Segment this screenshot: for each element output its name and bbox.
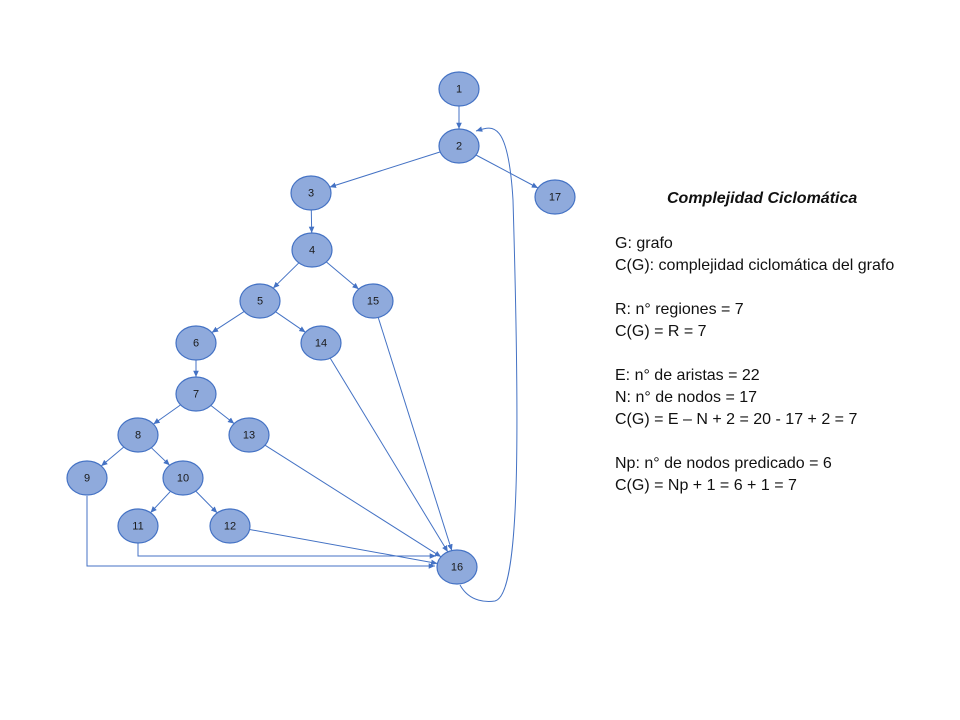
node-shape (291, 232, 333, 268)
info-title: Complejidad Ciclomática (667, 190, 858, 207)
edge-7-to-8 (153, 404, 181, 425)
node-shape (209, 508, 251, 544)
edge-16-to-2 (459, 126, 518, 602)
edge-10-to-12 (195, 490, 218, 514)
node-shape (175, 376, 217, 412)
node-label: 1 (456, 84, 462, 96)
node-shape (175, 325, 217, 361)
edge-4-to-5 (272, 262, 300, 289)
edge-2-to-17 (475, 154, 539, 189)
node-shape (290, 175, 332, 211)
edge-5-to-14 (275, 311, 306, 333)
edge-12-to-16 (249, 529, 438, 566)
node-shape (117, 417, 159, 453)
node-3: 3 (290, 175, 332, 211)
node-1: 1 (438, 71, 480, 107)
node-10: 10 (162, 460, 204, 496)
node-label: 3 (308, 188, 314, 200)
node-5: 5 (239, 283, 281, 319)
node-shape (352, 283, 394, 319)
node-16: 16 (436, 549, 478, 585)
info-line: E: n° de aristas = 22 (615, 367, 760, 384)
edge-9-to-16 (86, 496, 435, 569)
node-shape (436, 549, 478, 585)
node-label: 7 (193, 389, 199, 401)
cyclomatic-info-panel: Complejidad Ciclomática G: grafo C(G): c… (615, 188, 945, 497)
edge-8-to-10 (150, 447, 171, 466)
node-label: 11 (132, 521, 143, 533)
node-13: 13 (228, 417, 270, 453)
info-line: G: grafo (615, 235, 673, 252)
edge-8-to-9 (100, 446, 125, 467)
info-line: C(G): complejidad ciclomática del grafo (615, 257, 895, 274)
node-label: 5 (257, 296, 263, 308)
node-label: 15 (367, 296, 379, 308)
node-label: 12 (224, 521, 236, 533)
edge-14-to-16 (329, 357, 449, 553)
node-label: 4 (309, 245, 315, 257)
node-shape (117, 508, 159, 544)
node-6: 6 (175, 325, 217, 361)
info-line: C(G) = Np + 1 = 6 + 1 = 7 (615, 477, 797, 494)
node-shape (239, 283, 281, 319)
info-line: Np: n° de nodos predicado = 6 (615, 455, 832, 472)
edge-10-to-11 (150, 490, 171, 514)
edges-layer (86, 106, 539, 602)
node-shape (438, 128, 480, 164)
node-4: 4 (291, 232, 333, 268)
node-label: 9 (84, 473, 90, 485)
node-17: 17 (534, 179, 576, 215)
node-11: 11 (117, 508, 159, 544)
node-label: 14 (315, 338, 327, 350)
node-12: 12 (209, 508, 251, 544)
node-label: 16 (451, 562, 463, 574)
node-shape (438, 71, 480, 107)
edge-11-to-16 (137, 543, 436, 559)
edge-15-to-16 (377, 317, 453, 551)
node-shape (66, 460, 108, 496)
info-line: C(G) = R = 7 (615, 323, 707, 340)
node-7: 7 (175, 376, 217, 412)
info-line: R: n° regiones = 7 (615, 301, 744, 318)
node-label: 13 (243, 430, 255, 442)
node-14: 14 (300, 325, 342, 361)
edge-2-to-3 (329, 151, 441, 188)
node-label: 6 (193, 338, 199, 350)
edge-7-to-13 (210, 405, 235, 424)
info-line: C(G) = E – N + 2 = 20 - 17 + 2 = 7 (615, 411, 858, 428)
edge-13-to-16 (264, 444, 442, 558)
node-2: 2 (438, 128, 480, 164)
node-label: 10 (177, 473, 189, 485)
node-8: 8 (117, 417, 159, 453)
node-shape (534, 179, 576, 215)
node-shape (300, 325, 342, 361)
info-line: N: n° de nodos = 17 (615, 389, 758, 406)
node-15: 15 (352, 283, 394, 319)
node-shape (228, 417, 270, 453)
edge-4-to-15 (325, 261, 360, 290)
node-9: 9 (66, 460, 108, 496)
node-label: 17 (549, 192, 561, 204)
node-label: 8 (135, 430, 141, 442)
node-shape (162, 460, 204, 496)
node-label: 2 (456, 141, 462, 153)
edge-5-to-6 (211, 310, 245, 334)
